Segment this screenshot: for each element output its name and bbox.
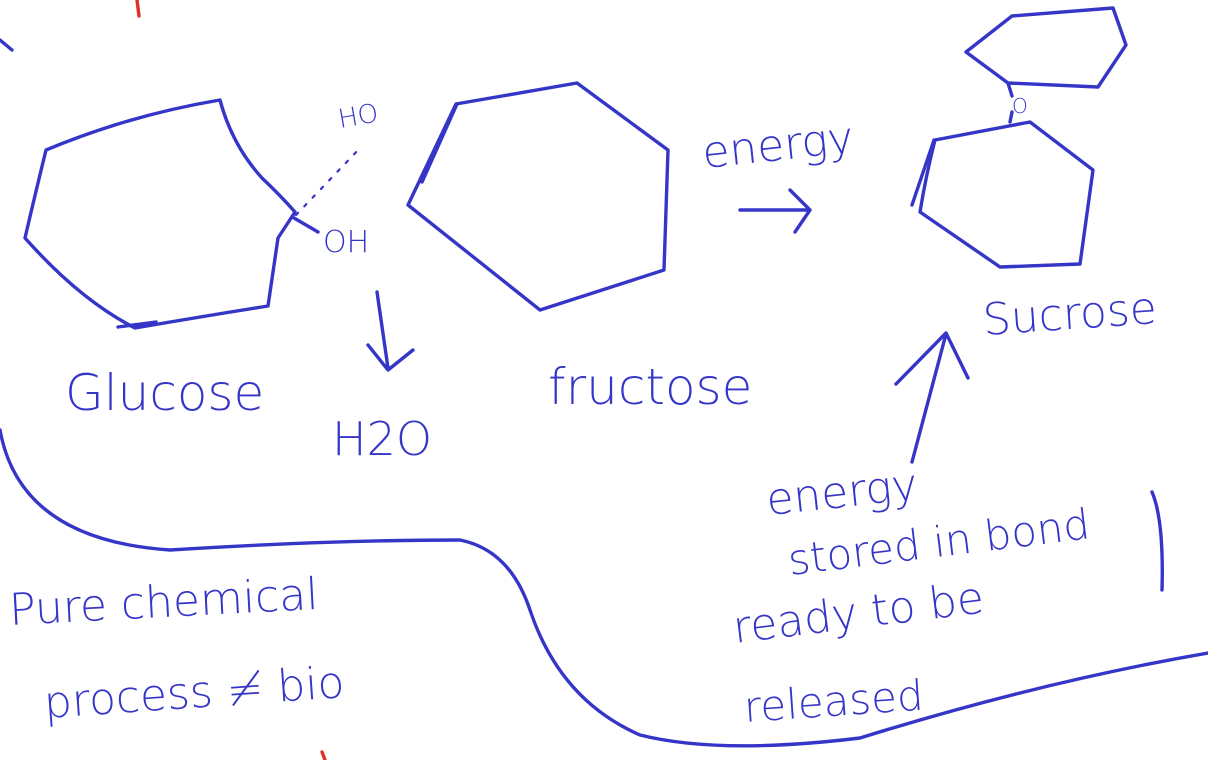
- fructose-label: fructose: [548, 358, 752, 416]
- glucose-ring: [23, 98, 297, 330]
- energy-note-line1: energy: [764, 459, 920, 526]
- energy-note-line4: released: [742, 671, 925, 732]
- dividing-curve: [0, 428, 1208, 748]
- fructose-ring-tick: [420, 102, 459, 184]
- energy-note-line3: ready to be: [730, 573, 987, 654]
- ho-label: HO: [336, 98, 381, 134]
- red-stray-mark-bottom: [320, 750, 327, 760]
- energy-input-label: energy: [700, 112, 856, 179]
- red-stray-mark-top: [135, 0, 141, 18]
- water-arrow-head: [366, 343, 415, 372]
- process-note-line2: process ≠ bio: [42, 657, 346, 729]
- h2o-label: H2O: [332, 412, 432, 466]
- fructose-ring: [406, 81, 670, 312]
- sucrose-top-ring: [964, 6, 1128, 89]
- linking-oxygen-label: O: [1012, 94, 1028, 118]
- condensation-dashes: [294, 144, 364, 217]
- energy-input-arrow: [738, 188, 812, 234]
- corner-stroke: [0, 38, 14, 52]
- oh-label: OH: [323, 225, 369, 260]
- bond-note-bracket: [1150, 490, 1164, 592]
- glucose-ring-tick: [116, 320, 158, 329]
- glucose-label: Glucose: [65, 364, 264, 422]
- sucrose-glycosidic-bond: [1006, 81, 1014, 124]
- energy-stored-arrowhead: [894, 331, 970, 386]
- oh-connector: [292, 216, 320, 234]
- energy-stored-arrow: [910, 332, 948, 464]
- sucrose-ring-tick: [910, 138, 936, 207]
- sucrose-bottom-ring: [918, 120, 1095, 269]
- water-arrow-shaft: [375, 290, 390, 370]
- sucrose-label: Sucrose: [981, 283, 1158, 346]
- process-note-line1: Pure chemical: [8, 569, 320, 636]
